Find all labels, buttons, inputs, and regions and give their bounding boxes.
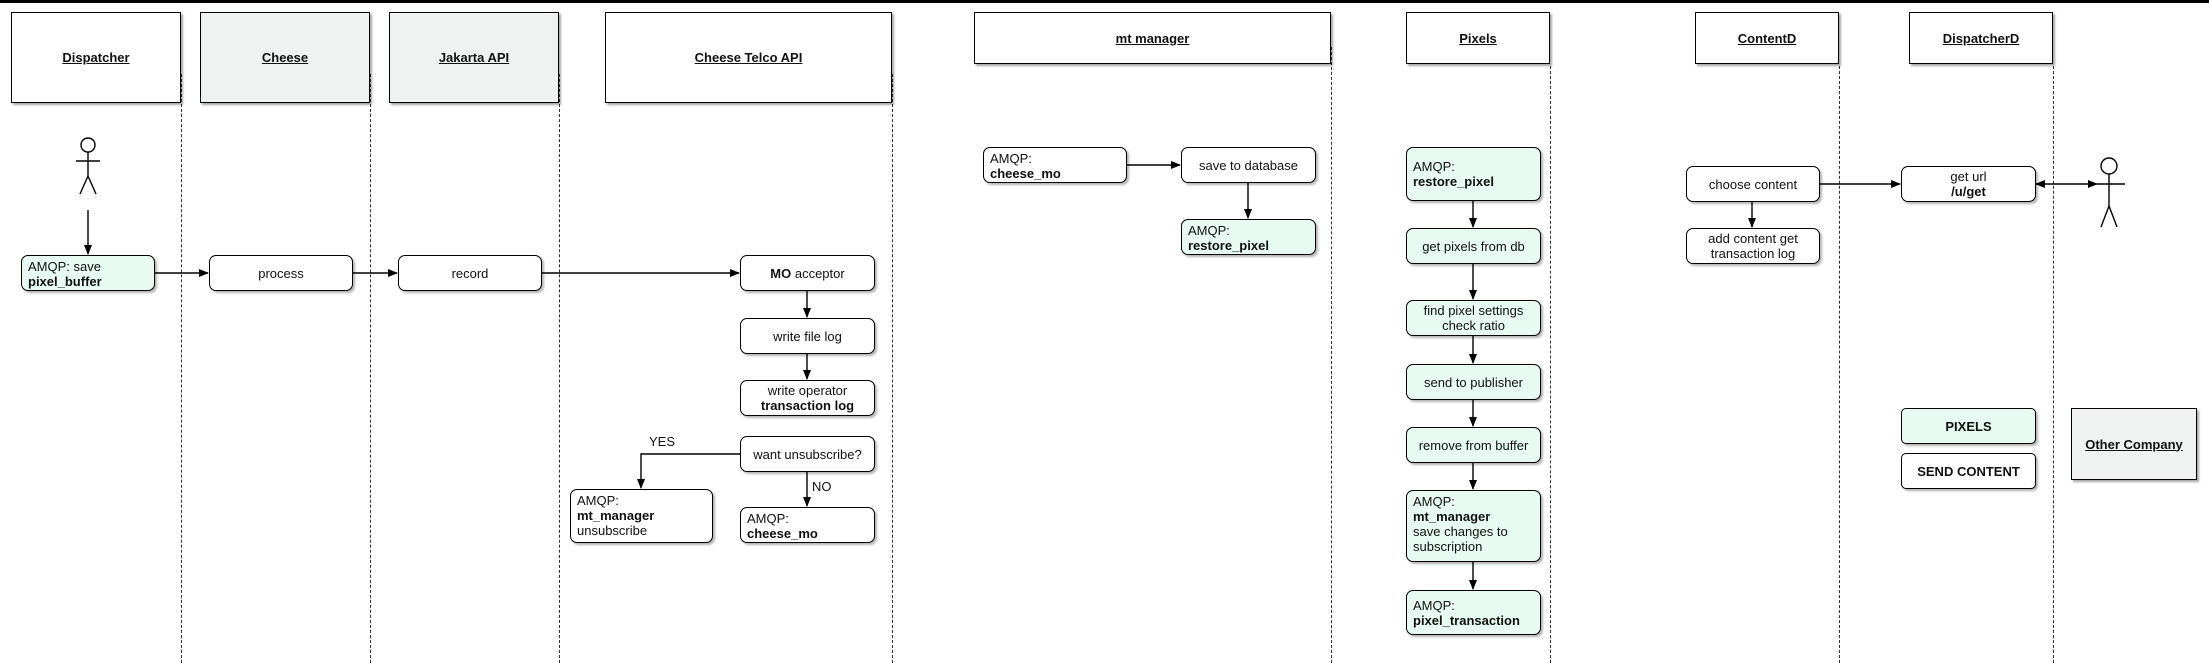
lifeline-telco [892,74,893,663]
lane-dispatcherd-title: DispatcherD [1942,30,2020,46]
subscription-label: subscription [1413,539,1483,554]
legend-send-content-label: SEND CONTENT [1917,463,2020,479]
save-changes-label: save changes to [1413,524,1508,539]
amqp-prefix: AMQP: [990,151,1032,166]
dispatcher-save-pixel-buffer: AMQP: save pixel_buffer [21,255,155,291]
cheese-mo-queue: cheese_mo [990,166,1061,181]
pixels-find-settings: find pixel settings check ratio [1406,300,1541,336]
check-ratio-label: check ratio [1442,318,1505,333]
process-label: process [258,265,304,281]
pixel-transaction-queue: pixel_transaction [1413,612,1520,628]
cheese-process: process [209,255,353,291]
dispatcher-actor-icon [76,137,100,195]
yes-label: YES [649,434,676,449]
amqp-prefix: AMQP: [1413,159,1455,174]
contentd-add-content-log: add content get transaction log [1686,228,1820,264]
legend-send-content: SEND CONTENT [1901,453,2036,489]
lane-pixels: Pixels [1406,12,1550,64]
pixels-get-pixels-from-db: get pixels from db [1406,228,1541,264]
lifeline-mt-manager [1331,47,1332,663]
telco-want-unsubscribe: want unsubscribe? [740,436,875,472]
other-company-label: Other Company [2085,436,2183,452]
choose-content-label: choose content [1708,176,1798,192]
lifeline-dispatcher [181,74,182,663]
lane-dispatcher-title: Dispatcher [62,50,130,65]
pixels-amqp-restore-pixel: AMQP: restore_pixel [1406,147,1541,201]
mt-amqp-cheese-mo: AMQP: cheese_mo [983,147,1127,183]
lane-contentd: ContentD [1695,12,1839,64]
telco-write-operator-log: write operator transaction log [740,380,875,416]
amqp-prefix: AMQP: [577,493,619,508]
telco-mo-acceptor: MO acceptor [740,255,875,291]
pixels-send-to-publisher: send to publisher [1406,364,1541,400]
restore-pixel-queue: restore_pixel [1413,174,1494,189]
find-settings-label: find pixel settings [1423,303,1524,318]
send-to-publisher-label: send to publisher [1423,374,1523,390]
cheese-mo-queue: cheese_mo [747,526,818,541]
mo-label: MO [770,265,792,281]
pixel-buffer-queue: pixel_buffer [28,274,102,289]
acceptor-label: acceptor [794,265,845,281]
lane-dispatcher: Dispatcher [11,12,181,103]
lane-cheese-title: Cheese [261,50,309,65]
amqp-prefix: AMQP: [28,259,70,274]
lane-cheese-telco-api: Cheese Telco API [605,12,892,103]
get-url-label: get url [1950,169,1987,184]
lifeline-contentd [1839,66,1840,663]
amqp-prefix: AMQP: [1413,494,1455,509]
lane-contentd-title: ContentD [1737,30,1797,46]
mt-manager-queue: mt_manager [1413,509,1491,524]
save-to-database-label: save to database [1198,157,1299,173]
mt-manager-queue: mt_manager [577,508,655,523]
get-url-path: /u/get [1951,184,1986,199]
mt-amqp-restore-pixel: AMQP: restore_pixel [1181,219,1316,255]
top-border [0,0,2209,3]
add-content-label: add content get [1708,231,1798,246]
get-pixels-label: get pixels from db [1422,238,1525,254]
unsubscribe-label: unsubscribe [577,523,648,538]
telco-amqp-mt-manager-unsubscribe: AMQP: mt_manager unsubscribe [570,489,713,543]
amqp-prefix: AMQP: [747,511,789,526]
transaction-log-label: transaction log [760,398,855,413]
pixels-amqp-mt-manager: AMQP: mt_manager save changes to subscri… [1406,490,1541,562]
other-company-box: Other Company [2071,408,2197,480]
lifeline-pixels [1550,66,1551,663]
want-unsubscribe-label: want unsubscribe? [753,446,862,462]
pixels-amqp-pixel-transaction: AMQP: pixel_transaction [1406,590,1541,635]
lane-cheese-telco-api-title: Cheese Telco API [694,50,803,65]
lane-mt-manager-title: mt manager [1115,30,1190,46]
save-word: save [73,259,101,274]
transaction-log-label: transaction log [1710,246,1796,261]
mt-save-to-database: save to database [1181,147,1316,183]
lane-cheese: Cheese [200,12,370,103]
restore-pixel-queue: restore_pixel [1188,238,1269,253]
record-label: record [451,265,489,281]
remove-from-buffer-label: remove from buffer [1418,437,1529,453]
lane-jakarta-api-title: Jakarta API [438,50,510,65]
jakarta-record: record [398,255,542,291]
amqp-prefix: AMQP: [1413,597,1455,613]
pixels-remove-from-buffer: remove from buffer [1406,427,1541,463]
contentd-choose-content: choose content [1686,166,1820,202]
no-label: NO [812,479,832,494]
lane-jakarta-api: Jakarta API [389,12,559,103]
amqp-prefix: AMQP: [1188,223,1230,238]
write-file-log-label: write file log [773,328,842,344]
legend-pixels-label: PIXELS [1945,418,1992,434]
write-operator-label: write operator [767,383,848,398]
lane-mt-manager: mt manager [974,12,1331,64]
legend-pixels: PIXELS [1901,408,2036,444]
lane-pixels-title: Pixels [1459,30,1497,46]
lifeline-jakarta [559,74,560,663]
lifeline-cheese [370,74,371,663]
client-actor-icon [2097,157,2125,228]
dispatcherd-get-url: get url /u/get [1901,166,2036,202]
arrow-unsubscribe-yes [637,453,740,489]
telco-amqp-cheese-mo: AMQP: cheese_mo [740,507,875,543]
lane-dispatcherd: DispatcherD [1909,12,2053,64]
lifeline-dispatcherd [2053,66,2054,663]
telco-write-file-log: write file log [740,318,875,354]
